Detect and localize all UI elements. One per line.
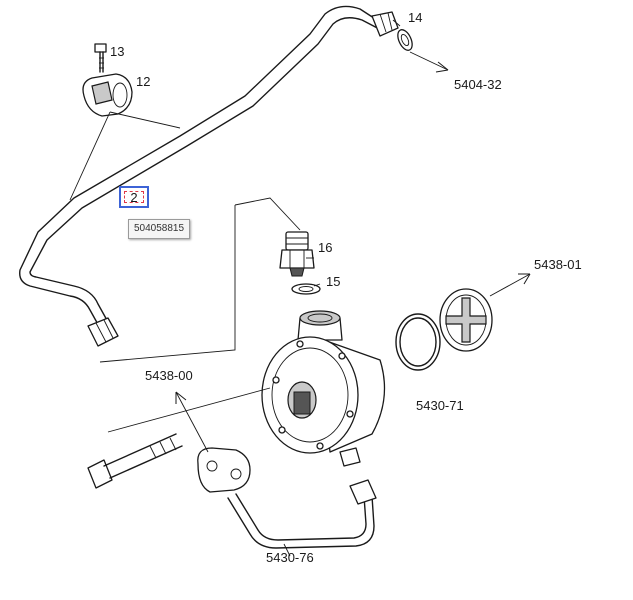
callout-5438-01: 5438-01 (534, 257, 582, 272)
oil-line[interactable] (227, 479, 377, 549)
flange-gasket[interactable] (197, 447, 251, 493)
callout-2-hotspot[interactable]: 2 (119, 186, 149, 208)
pipe-part-2[interactable] (19, 5, 399, 347)
bolt-part-13[interactable] (94, 43, 107, 73)
clamp-part-12[interactable] (82, 73, 133, 117)
adapter-part-16[interactable] (279, 231, 315, 277)
callout-5404-32: 5404-32 (454, 77, 502, 92)
callout-16: 16 (318, 240, 332, 255)
callout-14: 14 (408, 10, 422, 25)
long-bolt[interactable] (87, 433, 183, 489)
callout-5438-00: 5438-00 (145, 368, 193, 383)
part-number-tooltip: 504058815 (128, 219, 191, 239)
callout-15: 15 (326, 274, 340, 289)
washer-part-14[interactable] (395, 27, 415, 52)
callout-5430-71: 5430-71 (416, 398, 464, 413)
callout-12: 12 (136, 74, 150, 89)
washer-part-15[interactable] (291, 283, 321, 295)
o-ring[interactable] (395, 313, 441, 371)
callout-5430-76: 5430-76 (266, 550, 314, 565)
cover-plate[interactable] (439, 288, 493, 352)
leader-lines-pipe (69, 111, 301, 363)
callout-2: 2 (130, 189, 138, 205)
callout-13: 13 (110, 44, 124, 59)
filter-housing[interactable] (261, 310, 386, 467)
